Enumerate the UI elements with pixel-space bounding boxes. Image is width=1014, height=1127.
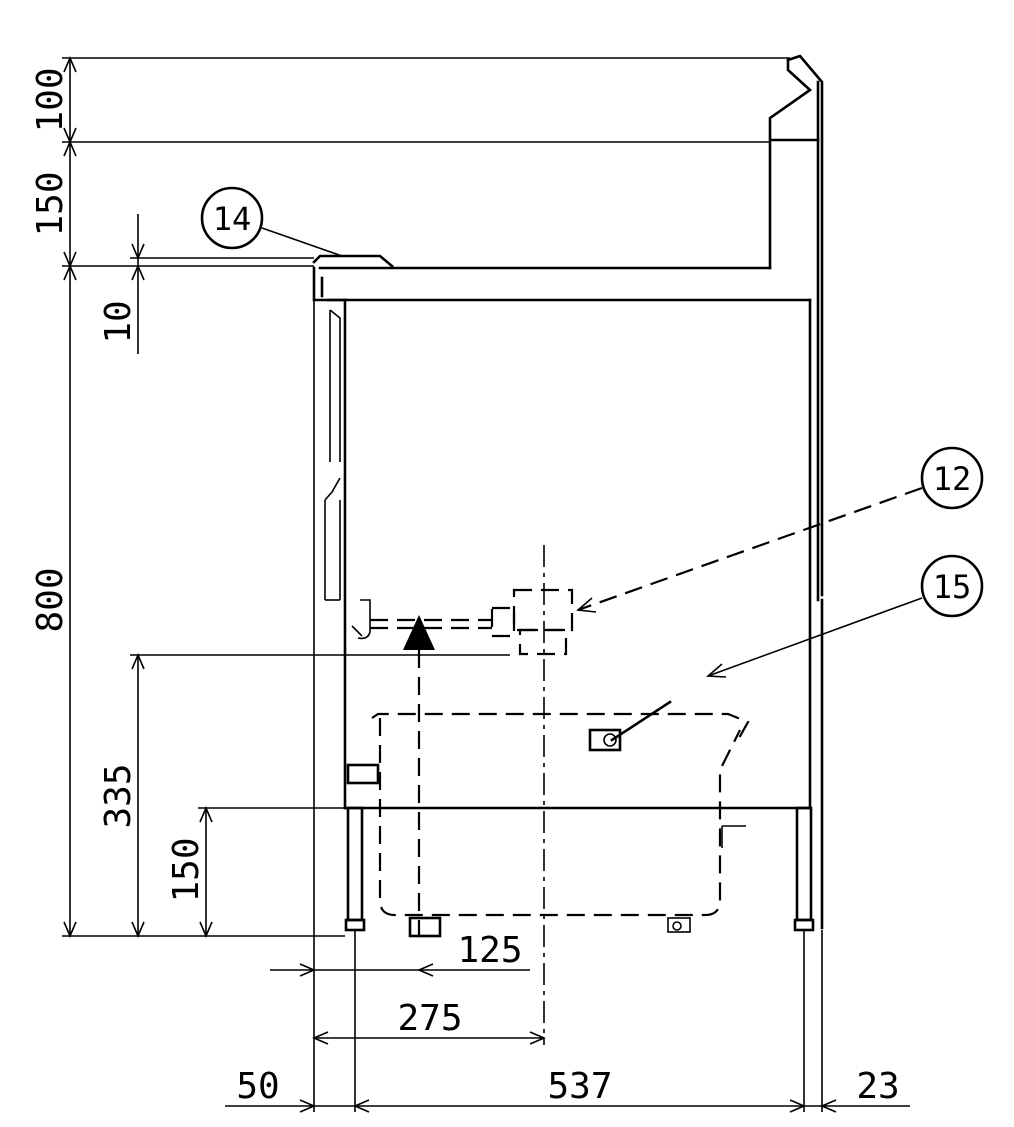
callout-14: 14 [200, 186, 343, 257]
cabinet-outline [312, 54, 824, 932]
dim-100-label: 100 [30, 67, 71, 132]
dim-537-label: 537 [547, 1066, 612, 1107]
dim-10-label: 10 [98, 300, 139, 343]
callout-15: 15 [705, 554, 984, 678]
dim-50-label: 50 [236, 1066, 279, 1107]
vertical-dimensions: 100 150 10 800 335 150 [30, 55, 790, 939]
internal-parts [346, 545, 750, 1045]
callout-15-label: 15 [933, 568, 972, 606]
callout-12: 12 [576, 446, 984, 613]
dim-335-label: 335 [98, 763, 139, 828]
inlet-marker-icon [403, 615, 435, 650]
callout-12-label: 12 [933, 460, 972, 498]
dim-125-label: 125 [457, 930, 522, 971]
dim-150-top-label: 150 [30, 171, 71, 236]
dim-23-label: 23 [856, 1066, 899, 1107]
dim-150-low-label: 150 [166, 837, 207, 902]
dim-275-label: 275 [397, 998, 462, 1039]
callout-14-label: 14 [213, 200, 252, 238]
dim-800-label: 800 [30, 567, 71, 632]
horizontal-dimensions: 125 275 50 537 23 [225, 300, 910, 1113]
